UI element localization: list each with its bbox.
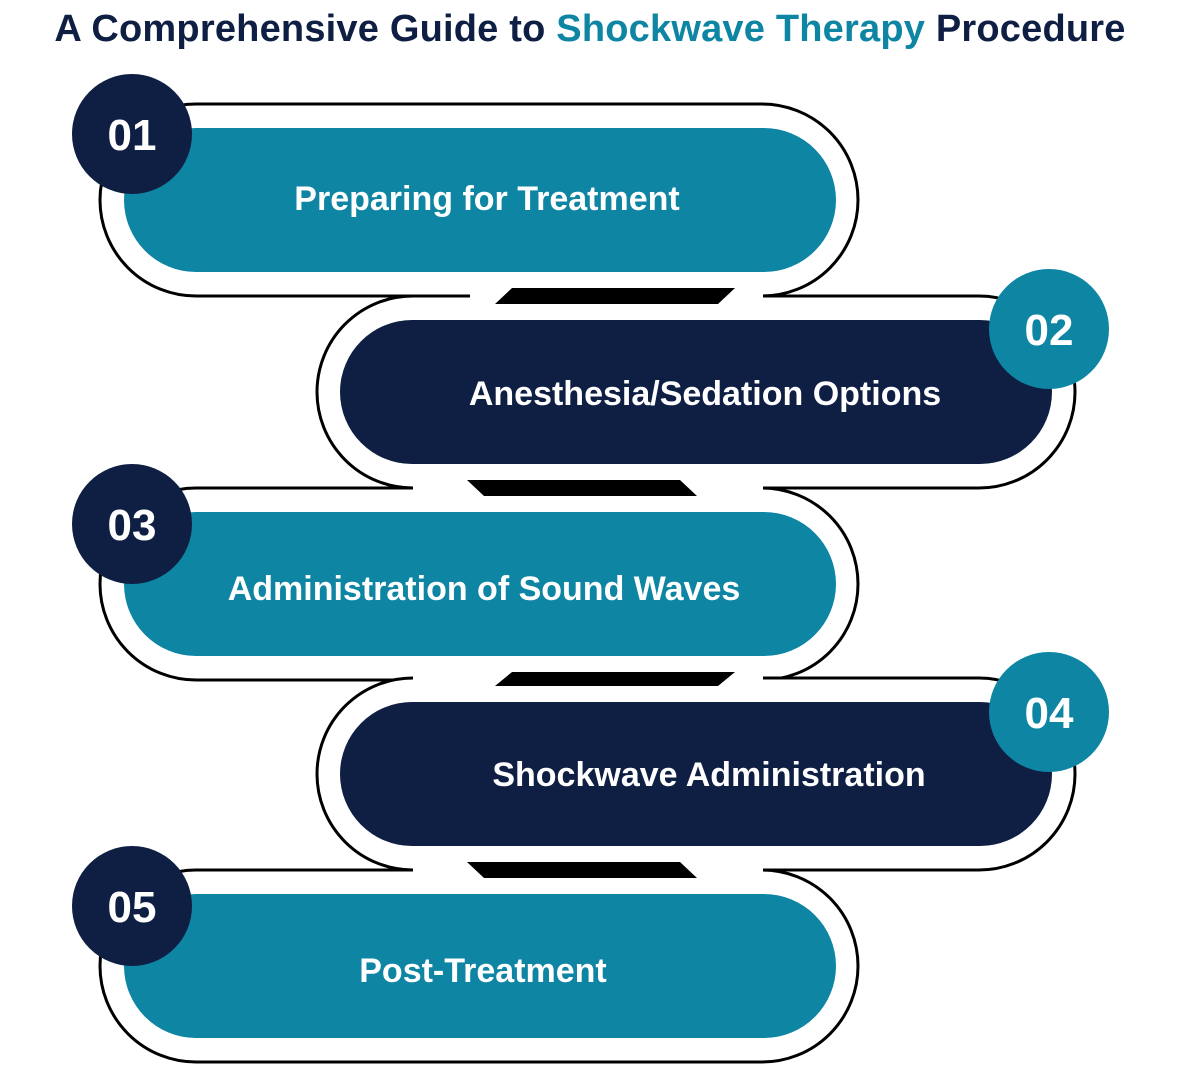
step-number-4: 04	[1025, 689, 1074, 738]
step-badge-2	[989, 269, 1109, 389]
step-pill-1	[124, 128, 836, 272]
step-number-2: 02	[1025, 306, 1074, 355]
step-label-3: Administration of Sound Waves	[228, 570, 741, 608]
step-pill-2	[340, 320, 1052, 464]
step-pill-4	[340, 702, 1052, 846]
step-badge-3	[72, 464, 192, 584]
step-pill-5	[124, 894, 836, 1038]
step-number-3: 03	[108, 501, 157, 550]
step-number-1: 01	[108, 111, 157, 160]
step-label-1: Preparing for Treatment	[294, 180, 679, 218]
page-title: A Comprehensive Guide to Shockwave Thera…	[0, 8, 1180, 51]
step-label-5: Post-Treatment	[359, 952, 607, 990]
step-number-5: 05	[108, 883, 157, 932]
step-badge-5	[72, 846, 192, 966]
title-highlight: Shockwave Therapy	[556, 8, 926, 50]
title-part1: A Comprehensive Guide to	[54, 8, 557, 50]
step-pill-3	[124, 512, 836, 656]
step-badge-1	[72, 74, 192, 194]
step-badge-4	[989, 652, 1109, 772]
step-label-2: Anesthesia/Sedation Options	[469, 375, 941, 413]
title-part2: Procedure	[925, 8, 1126, 50]
step-label-4: Shockwave Administration	[492, 756, 925, 794]
